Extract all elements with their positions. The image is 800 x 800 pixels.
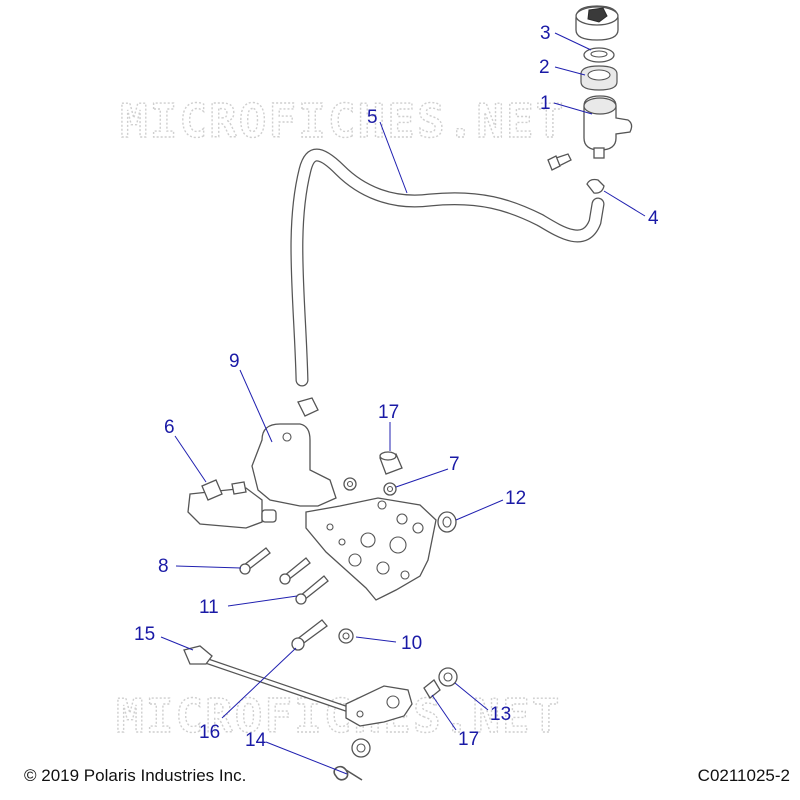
bolt-16 [291,619,328,651]
callout-17-lower: 17 [458,729,479,750]
watermark-top: MICROFICHES.NET [120,94,565,148]
callout-1: 1 [540,93,551,114]
pedal-bracket [251,423,337,507]
master-cylinder [187,479,277,529]
callout-8: 8 [158,556,169,577]
bolt-8 [239,547,271,575]
bushing [437,511,457,533]
callout-6: 6 [164,417,175,438]
callout-12: 12 [505,488,526,509]
return-spring [333,765,363,781]
diaphragm [583,47,615,63]
nut-10 [338,628,354,644]
bolt-11b [295,575,329,605]
brake-fluid-hose [290,148,605,387]
cap-ring [580,65,618,91]
pedal-mounting-plate [305,497,437,601]
bushing-13 [438,667,458,687]
bolt-11a [279,557,311,585]
reservoir-cap [575,5,619,41]
callout-13: 13 [490,704,511,725]
callout-11: 11 [199,597,219,618]
copyright-text: © 2019 Polaris Industries Inc. [24,766,247,785]
hose-clip [297,397,319,417]
brake-fluid-reservoir [583,95,633,159]
reservoir-bolt [547,153,572,171]
hose-clamp [586,178,605,194]
watermark-bottom: MICROFICHES.NET [116,689,561,743]
callout-5: 5 [367,107,378,128]
spacer-lower [423,679,441,699]
nut-small [343,477,357,491]
callout-14: 14 [245,730,267,751]
nut-7 [383,482,397,496]
callout-16: 16 [199,722,220,743]
callout-2: 2 [539,57,550,78]
callout-10: 10 [401,633,422,654]
washer [351,738,371,758]
figure-id: C0211025-2 [697,766,790,785]
callout-9: 9 [229,351,240,372]
callout-17-upper: 17 [378,402,399,423]
brake-pedal-arm [345,685,413,727]
pushrod [183,645,353,713]
callout-15: 15 [134,624,155,645]
spacer-upper [379,451,403,475]
callout-7: 7 [449,454,460,475]
leader-lines [160,32,646,775]
callout-3: 3 [540,23,551,44]
callout-4: 4 [648,208,659,229]
